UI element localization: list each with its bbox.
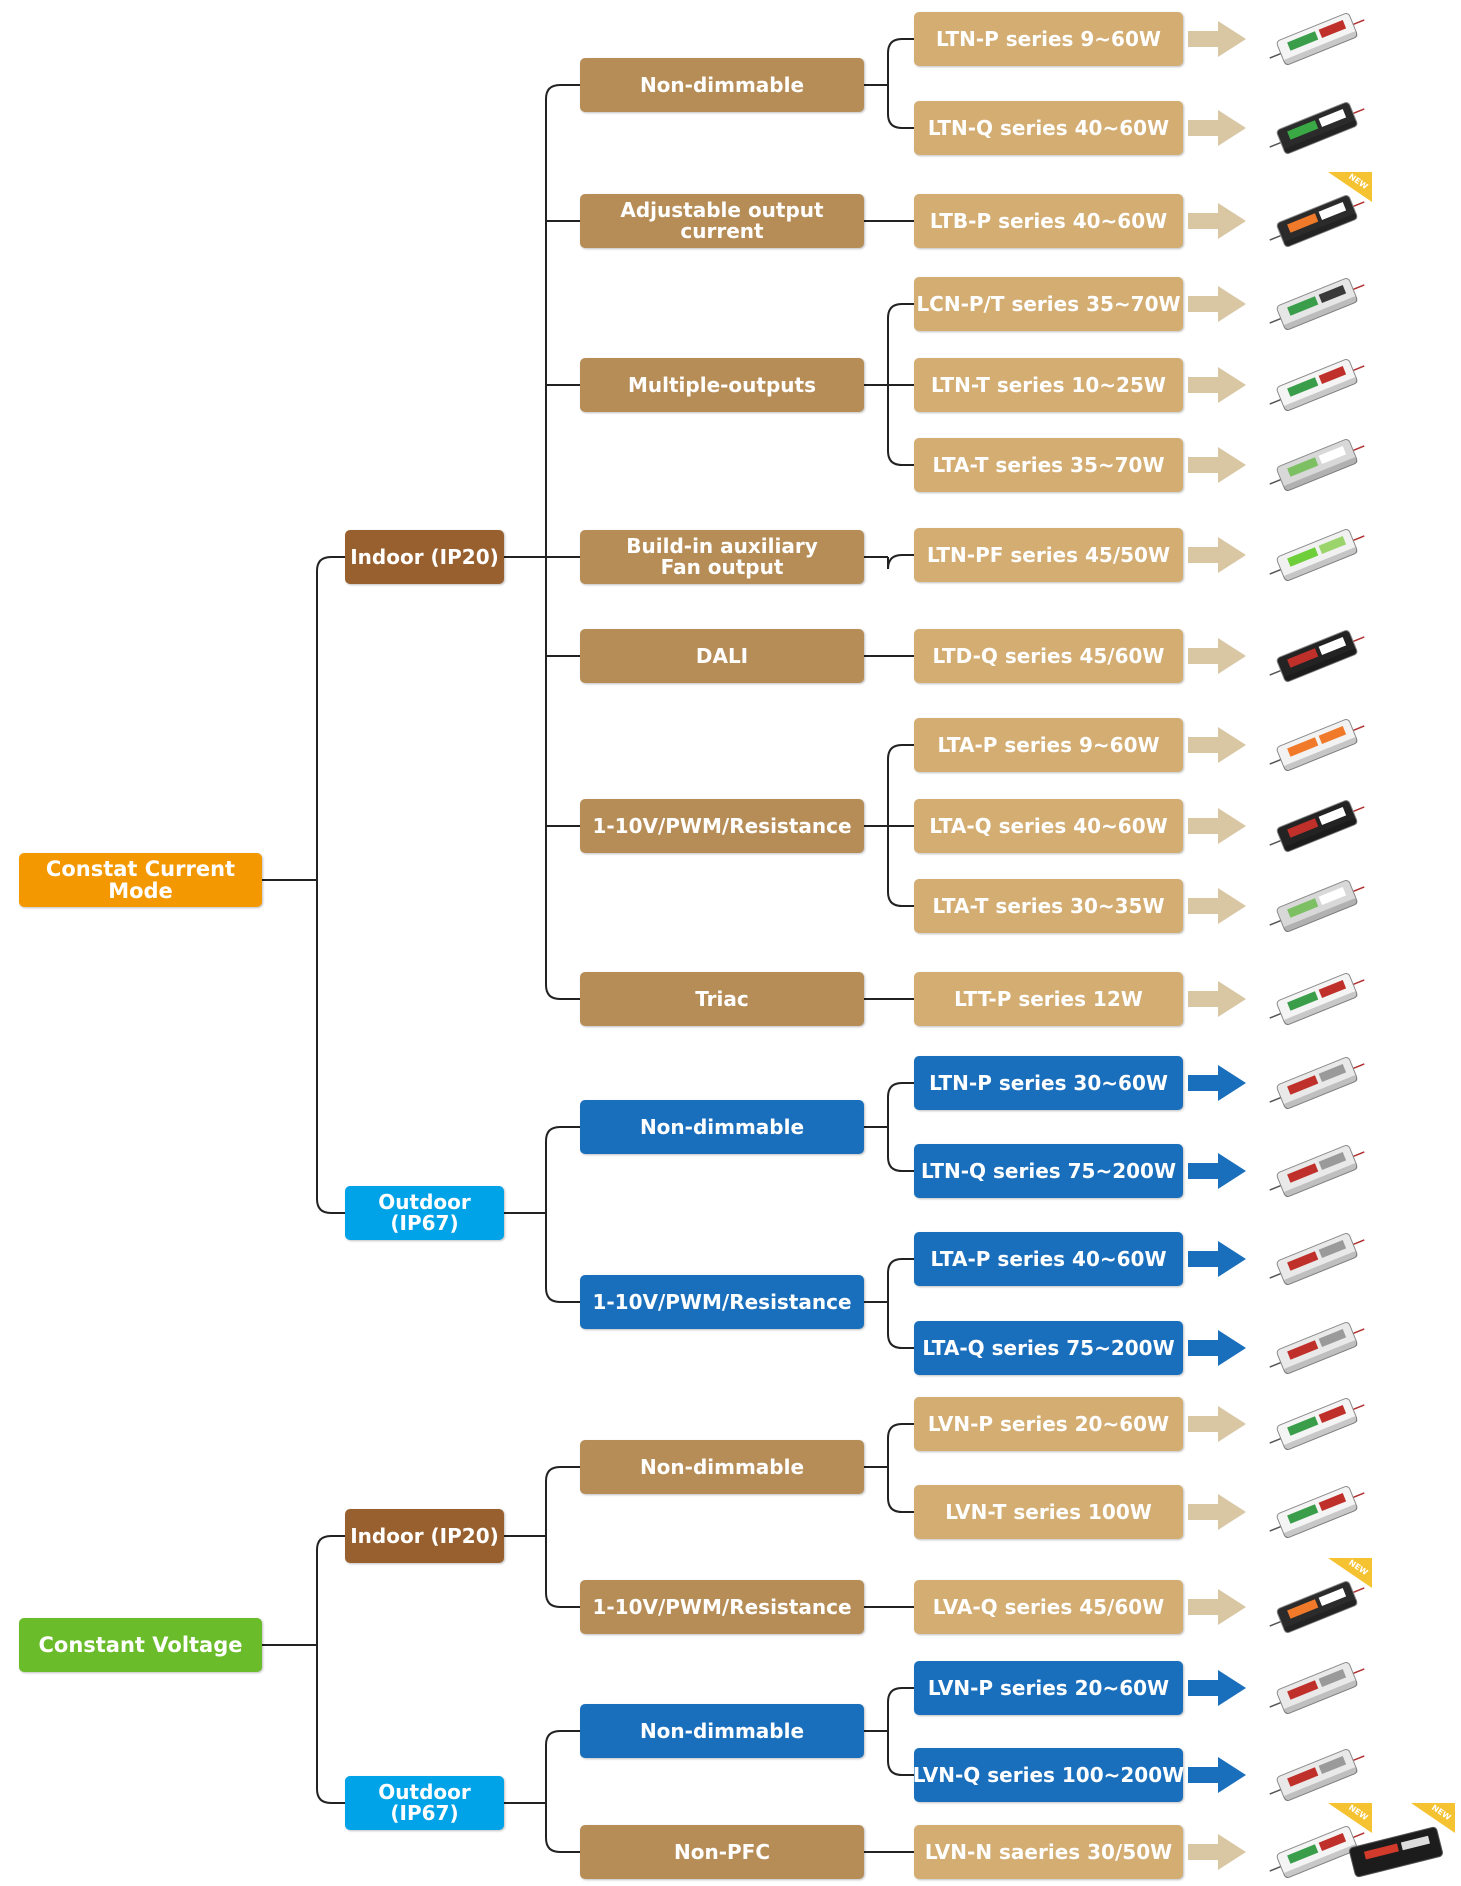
white-driver-icon	[1269, 359, 1365, 412]
root-node: Constat Current Mode	[19, 853, 262, 907]
orange-white-driver-icon	[1269, 719, 1365, 772]
category-node: DALI	[580, 629, 864, 683]
arrow-icon	[1188, 1241, 1246, 1277]
product-node: LTA-T series 35~70W	[914, 438, 1183, 492]
waterproof-driver-icon	[1269, 1145, 1365, 1198]
new-badge-icon: NEW	[1328, 1558, 1372, 1588]
product-node: LTN-Q series 75~200W	[914, 1144, 1183, 1198]
root-node: Constant Voltage	[19, 1618, 262, 1672]
product-node: LTN-P series 9~60W	[914, 12, 1183, 66]
waterproof-driver-icon	[1269, 1322, 1365, 1375]
product-node: LTA-T series 30~35W	[914, 879, 1183, 933]
white-driver-icon	[1269, 1486, 1365, 1539]
arrow-icon	[1188, 537, 1246, 573]
black-driver-icon	[1349, 1826, 1443, 1878]
arrow-icon	[1188, 110, 1246, 146]
environment-node: Indoor (IP20)	[345, 530, 504, 584]
orange-black-driver-icon	[1269, 195, 1365, 248]
product-node: LVN-P series 20~60W	[914, 1661, 1183, 1715]
environment-node: Outdoor (IP67)	[345, 1776, 504, 1830]
product-node: LTN-T series 10~25W	[914, 358, 1183, 412]
white-driver-icon	[1269, 973, 1365, 1026]
product-node: LTN-Q series 40~60W	[914, 101, 1183, 155]
arrow-icon	[1188, 1065, 1246, 1101]
product-node: LTA-P series 9~60W	[914, 718, 1183, 772]
waterproof-driver-icon	[1269, 1233, 1365, 1286]
black-red-driver-icon	[1269, 630, 1365, 683]
product-node: LTD-Q series 45/60W	[914, 629, 1183, 683]
product-node: LCN-P/T series 35~70W	[914, 277, 1183, 331]
product-node: LVN-N saeries 30/50W	[914, 1825, 1183, 1879]
category-node: Build-in auxiliary Fan output	[580, 530, 864, 584]
arrow-icon	[1188, 286, 1246, 322]
new-badge-icon: NEW	[1328, 1803, 1372, 1833]
green-white-driver-icon	[1269, 529, 1365, 582]
product-node: LTT-P series 12W	[914, 972, 1183, 1026]
product-node: LTA-P series 40~60W	[914, 1232, 1183, 1286]
arrow-icon	[1188, 1330, 1246, 1366]
category-node: Adjustable output current	[580, 194, 864, 248]
arrow-icon	[1188, 1153, 1246, 1189]
product-node: LTA-Q series 40~60W	[914, 799, 1183, 853]
arrow-icon	[1188, 1757, 1246, 1793]
environment-node: Indoor (IP20)	[345, 1509, 504, 1563]
grey-driver-icon	[1269, 439, 1365, 492]
product-node: LTB-P series 40~60W	[914, 194, 1183, 248]
white-driver-icon	[1269, 1398, 1365, 1451]
waterproof-driver-icon	[1269, 1057, 1365, 1110]
product-node: LTA-Q series 75~200W	[914, 1321, 1183, 1375]
white-driver-icon	[1269, 1826, 1365, 1879]
category-node: Multiple-outputs	[580, 358, 864, 412]
category-node: Non-dimmable	[580, 58, 864, 112]
grey-driver-icon	[1269, 880, 1365, 933]
category-node: 1-10V/PWM/Resistance	[580, 799, 864, 853]
white-driver-icon	[1269, 13, 1365, 66]
slim-driver-icon	[1269, 278, 1365, 331]
orange-black-driver-icon	[1269, 1581, 1365, 1634]
arrow-icon	[1188, 638, 1246, 674]
category-node: Triac	[580, 972, 864, 1026]
arrow-icon	[1188, 888, 1246, 924]
waterproof-driver-icon	[1269, 1662, 1365, 1715]
environment-node: Outdoor (IP67)	[345, 1186, 504, 1240]
arrow-icon	[1188, 203, 1246, 239]
black-green-driver-icon	[1269, 102, 1365, 155]
arrow-icon	[1188, 1494, 1246, 1530]
arrow-icon	[1188, 1406, 1246, 1442]
category-node: Non-dimmable	[580, 1100, 864, 1154]
category-node: Non-PFC	[580, 1825, 864, 1879]
product-node: LVN-Q series 100~200W	[913, 1748, 1184, 1802]
new-badge-icon: NEW	[1411, 1803, 1455, 1833]
arrow-icon	[1188, 1670, 1246, 1706]
arrow-icon	[1188, 21, 1246, 57]
product-node: LTN-PF series 45/50W	[914, 528, 1183, 582]
category-node: 1-10V/PWM/Resistance	[580, 1275, 864, 1329]
category-node: Non-dimmable	[580, 1704, 864, 1758]
arrow-icon	[1188, 1834, 1246, 1870]
black-red-driver-icon	[1269, 800, 1365, 853]
arrow-icon	[1188, 1589, 1246, 1625]
category-node: 1-10V/PWM/Resistance	[580, 1580, 864, 1634]
arrow-icon	[1188, 447, 1246, 483]
arrow-icon	[1188, 727, 1246, 763]
new-badge-icon: NEW	[1328, 172, 1372, 202]
arrow-icon	[1188, 981, 1246, 1017]
arrow-icon	[1188, 367, 1246, 403]
arrow-icon	[1188, 808, 1246, 844]
product-node: LVN-T series 100W	[914, 1485, 1183, 1539]
product-node: LTN-P series 30~60W	[914, 1056, 1183, 1110]
product-node: LVN-P series 20~60W	[914, 1397, 1183, 1451]
category-node: Non-dimmable	[580, 1440, 864, 1494]
product-node: LVA-Q series 45/60W	[914, 1580, 1183, 1634]
waterproof-driver-icon	[1269, 1749, 1365, 1802]
